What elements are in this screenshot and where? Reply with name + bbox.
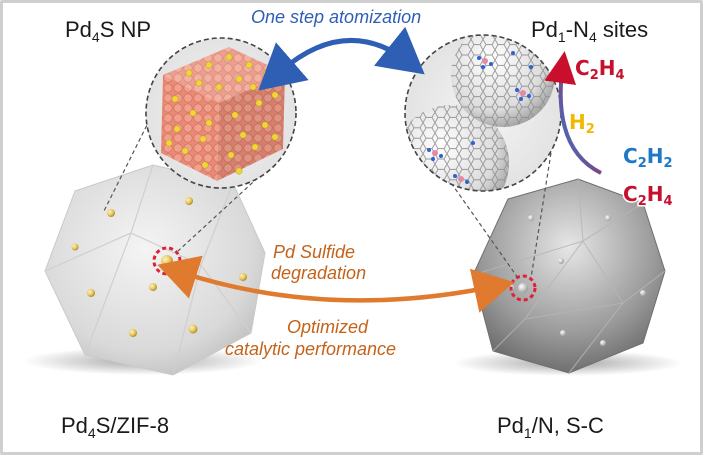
label-pd4s-zif8: Pd4S/ZIF-8 <box>61 413 169 441</box>
zoom-connector-lines <box>102 112 552 279</box>
carbon-sphere-lower <box>405 105 509 191</box>
label-pd4s-np: Pd4S NP <box>65 17 151 45</box>
pd1-nsc-crystal <box>453 178 683 376</box>
label-one-step-atomization: One step atomization <box>251 7 421 27</box>
atomization-arrow <box>258 26 425 91</box>
label-h2: H2 <box>569 110 595 137</box>
label-c2h4-product-top: C2H4 <box>575 56 625 83</box>
label-catalytic-performance: catalytic performance <box>225 339 396 359</box>
label-optimized: Optimized <box>287 317 369 337</box>
label-c2h4-product-bottom: C2H4 <box>623 182 673 209</box>
label-c2h2: C2H2 <box>623 144 673 171</box>
pd-n4-active-sites <box>427 51 533 184</box>
label-pd1n4-sites: Pd1-N4 sites <box>531 17 648 45</box>
hydrogenation-arrow <box>544 51 602 175</box>
schematic-diagram: Pd4S NP Pd1-N4 sites One step atomizatio… <box>23 7 683 441</box>
degradation-arrow <box>157 255 515 313</box>
label-pd-sulfide: Pd Sulfide <box>273 242 355 262</box>
sulfur-atoms <box>165 53 279 175</box>
pd4s-nanoparticle-zoom <box>145 37 297 189</box>
cluster-top-face <box>163 47 285 103</box>
label-pd1-nsc: Pd1/N, S-C <box>497 413 604 441</box>
label-degradation: degradation <box>271 263 366 283</box>
